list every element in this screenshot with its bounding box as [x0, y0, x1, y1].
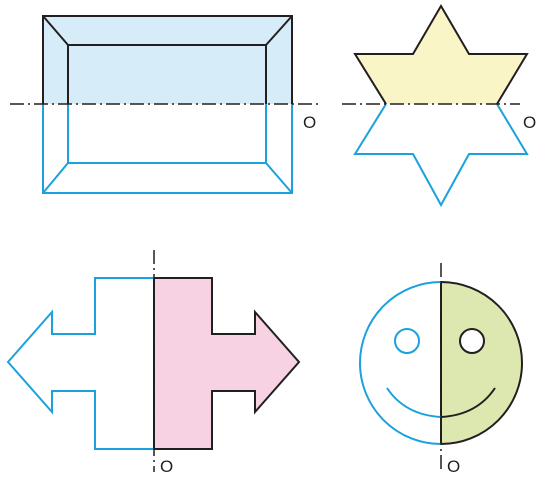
- smiley-reflection-half: [359, 281, 442, 445]
- star-reflection: [353, 103, 529, 208]
- smiley-axis-label: O: [447, 457, 460, 476]
- rectangle-reflection-outer: [42, 104, 293, 194]
- smiley-reflection-eye: [394, 328, 420, 354]
- star-axis-label: O: [523, 113, 536, 132]
- rectangle-reflection-inner: [67, 104, 267, 164]
- smiley-original-half: [440, 280, 523, 446]
- star-original: [353, 4, 529, 105]
- smiley-original-mouth: [440, 387, 496, 418]
- rectangle-reflection-corner-right: [265, 162, 293, 194]
- smiley-reflection-mouth: [386, 387, 442, 418]
- arrow-original: [153, 277, 301, 450]
- arrow-axis-label: O: [160, 457, 173, 476]
- rectangle-axis-label: O: [303, 113, 316, 132]
- smiley-figure: O: [359, 263, 523, 476]
- rectangle-original-inner: [67, 44, 267, 104]
- arrow-reflection: [6, 277, 154, 450]
- smiley-original-eye: [459, 328, 485, 354]
- arrow-figure: O: [6, 250, 301, 476]
- rectangle-original-corner-left: [42, 15, 69, 46]
- rectangle-reflection-corner-left: [42, 162, 69, 194]
- star-figure: O: [342, 4, 536, 208]
- rectangle-figure: O: [10, 15, 322, 194]
- rectangle-original-corner-right: [265, 15, 293, 46]
- rectangle-original-outer: [42, 15, 293, 104]
